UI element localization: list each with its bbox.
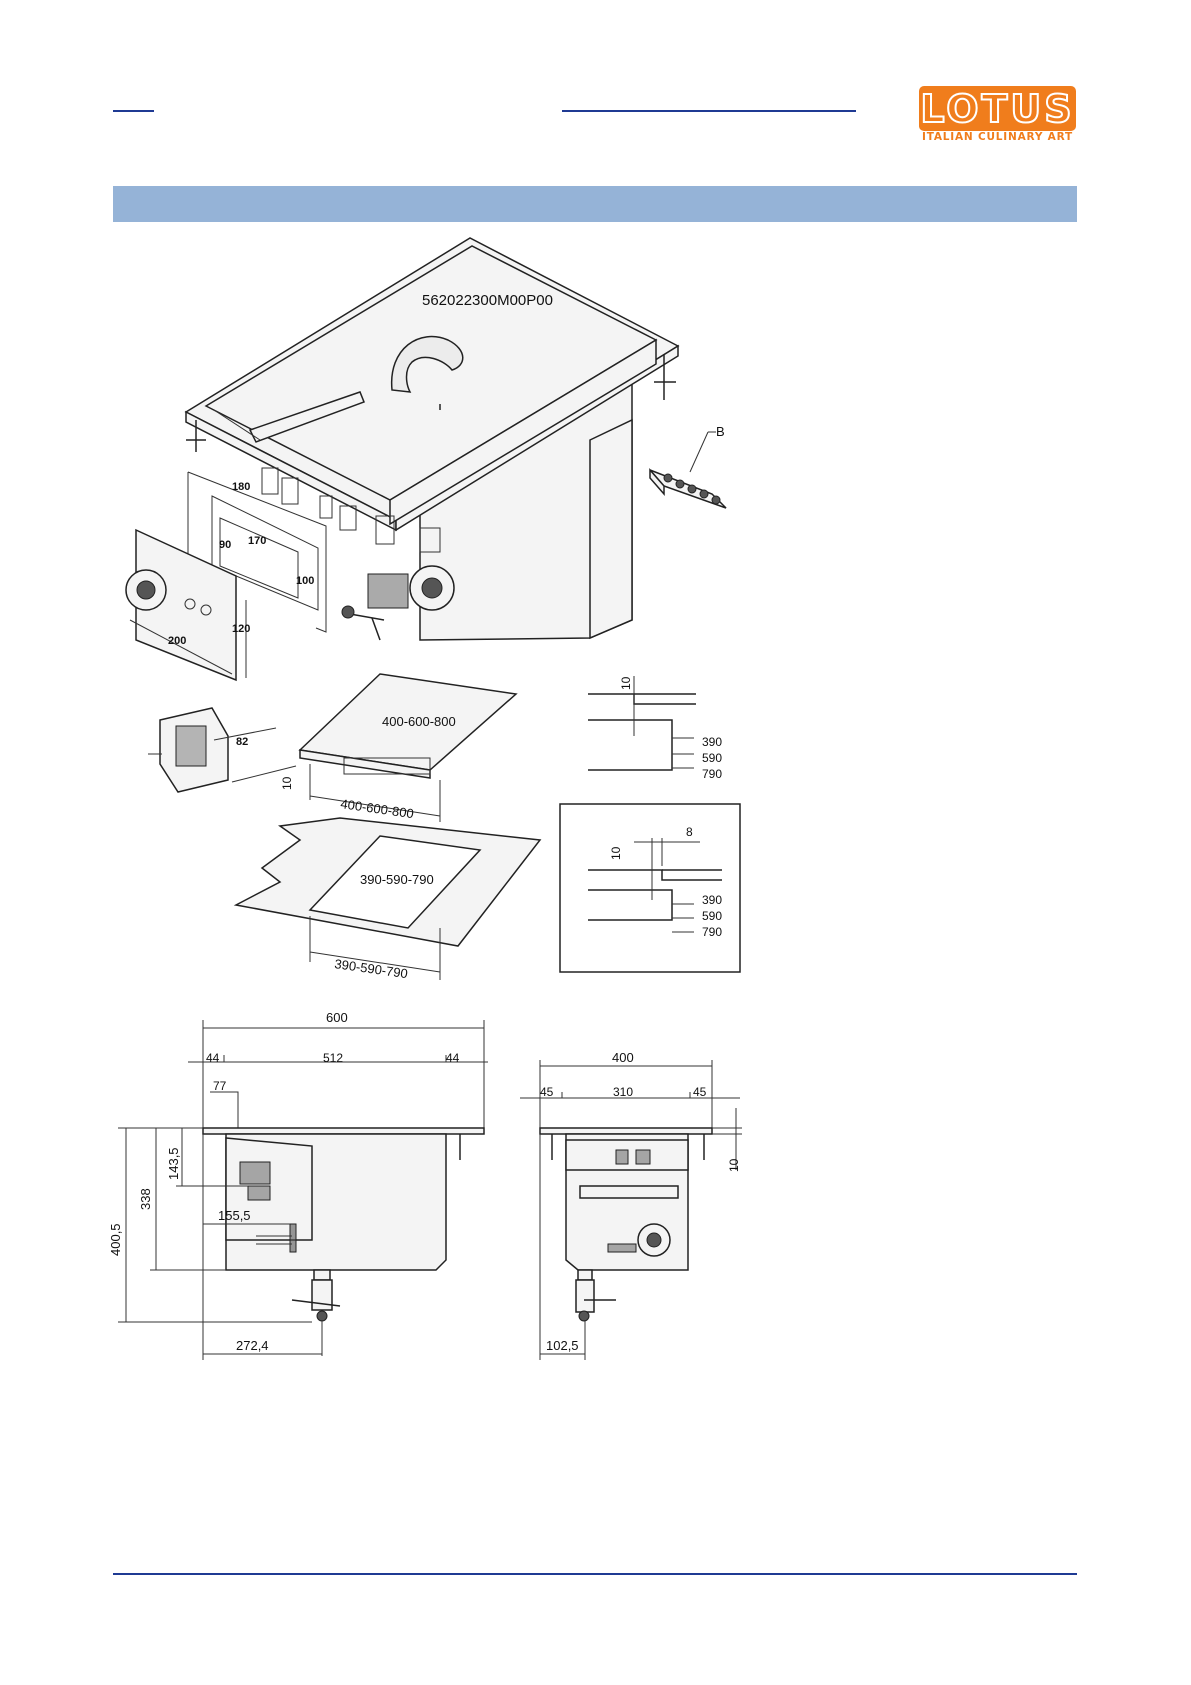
- dim-90: 90: [219, 539, 231, 551]
- plate-width-bottom: 400-600-800: [340, 796, 415, 821]
- front-overall-width: 600: [326, 1010, 348, 1025]
- dim-120: 120: [232, 623, 250, 635]
- callout-b-label: B: [716, 424, 725, 439]
- thermostat-module: 82: [148, 708, 296, 792]
- flush-size-790: 790: [702, 767, 722, 781]
- overlap-size: 8: [686, 825, 693, 839]
- overlap-thickness: 10: [609, 846, 623, 860]
- side-inner-width: 310: [613, 1085, 633, 1099]
- plate-width-top: 400-600-800: [382, 714, 456, 729]
- part-code-label: 562022300M00P00: [422, 292, 553, 309]
- countertop-cutout: 390-590-790 390-590-790: [236, 818, 540, 981]
- front-view: 600 44 512 44 77 400,5 338: [108, 1010, 488, 1360]
- front-tap-inset: 155,5: [218, 1208, 251, 1223]
- side-flange-right: 45: [693, 1085, 707, 1099]
- fryer-isometric-view: 562022300M00P00: [186, 238, 678, 640]
- dim-170: 170: [248, 535, 266, 547]
- cutout-depth-label: 390-590-790: [360, 872, 434, 887]
- overlap-size-390: 390: [702, 893, 722, 907]
- detail-flush-mount: 10 390 590 790: [588, 676, 722, 781]
- side-rim-height: 10: [727, 1158, 741, 1172]
- front-inner-width: 512: [323, 1051, 343, 1065]
- flush-size-390: 390: [702, 735, 722, 749]
- dim-180: 180: [232, 481, 250, 493]
- cutout-width-label: 390-590-790: [334, 956, 409, 981]
- flush-size-590: 590: [702, 751, 722, 765]
- front-flange-left: 44: [206, 1051, 220, 1065]
- dim-100: 100: [296, 575, 314, 587]
- plate-height: 10: [280, 776, 294, 790]
- front-flange-right: 44: [446, 1051, 460, 1065]
- side-overall-width: 400: [612, 1050, 634, 1065]
- side-drain-offset: 102,5: [546, 1338, 579, 1353]
- overlap-size-790: 790: [702, 925, 722, 939]
- control-panel-cutout: 180 170 90 100 120 200: [126, 472, 326, 680]
- worktop-plate: 400-600-800 400-600-800 10: [280, 674, 516, 822]
- flush-thickness: 10: [619, 676, 633, 690]
- terminal-block-detail: B: [650, 424, 726, 508]
- footer-rule: [113, 1573, 1077, 1575]
- side-flange-left: 45: [540, 1085, 554, 1099]
- front-panel-height: 143,5: [166, 1147, 181, 1180]
- front-body-height: 338: [138, 1188, 153, 1210]
- front-offset-top: 77: [213, 1079, 227, 1093]
- detail-overlap-mount: 10 8 390 590 790: [560, 804, 740, 972]
- overlap-size-590: 590: [702, 909, 722, 923]
- front-drain-offset: 272,4: [236, 1338, 269, 1353]
- dim-200: 200: [168, 635, 186, 647]
- front-total-height: 400,5: [108, 1223, 123, 1256]
- side-view: 400 45 310 45 10 102,5: [520, 1050, 742, 1360]
- dim-82: 82: [236, 736, 248, 748]
